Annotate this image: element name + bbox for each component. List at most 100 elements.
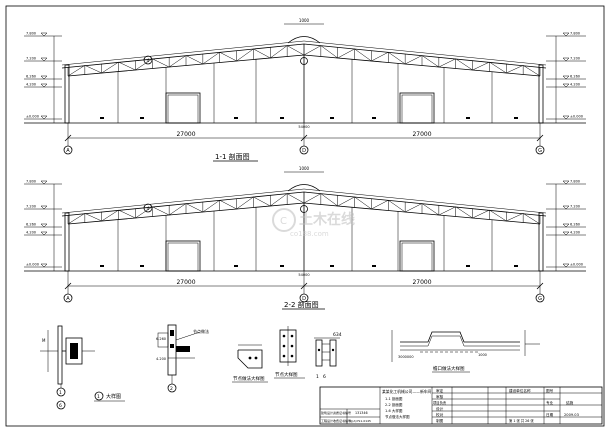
detail-tag-mid	[300, 57, 308, 65]
elev-mark-right	[562, 180, 570, 185]
elev-right-2: 6.260	[570, 223, 580, 227]
tb-drawing-4: 节点做法大样图	[385, 414, 410, 419]
span-right: 27000	[412, 279, 431, 286]
elev-left-4: ±0.000	[26, 263, 39, 267]
truss-diagonal	[455, 58, 473, 71]
truss-diagonal	[337, 196, 355, 207]
tb-right-label-2: 专业	[546, 400, 554, 405]
truss-diagonal	[202, 200, 220, 213]
truss-diagonal	[219, 199, 237, 210]
detail-tag-text: 4	[147, 58, 150, 64]
axis-bubble-mid	[299, 293, 309, 303]
detail-3-title: 节点做法大样图	[233, 375, 265, 382]
detail-2: 节点做法 6.260 4.200 2	[156, 324, 209, 393]
vent	[234, 117, 238, 119]
tb-cert-label: 建筑设计资质证书编号	[321, 410, 351, 415]
column-left	[64, 212, 70, 272]
span-right: 27000	[412, 131, 431, 138]
section-2-title: 2-2 剖面图	[284, 300, 319, 309]
truss-diagonal	[135, 206, 153, 219]
tb-cert-no: 131346	[355, 411, 368, 415]
tb-role-4: 设计	[436, 406, 444, 411]
truss-diagonal	[354, 196, 372, 210]
detail-4-title: 节点大样图	[275, 371, 298, 378]
truss-diagonal	[270, 193, 288, 207]
watermark: C 土木在线 co188.com	[272, 208, 355, 238]
detail-4: 节点大样图	[274, 326, 305, 379]
elev-right-4: ±0.000	[570, 115, 583, 119]
tb-drawing-2: 2-2 剖面图	[385, 402, 403, 407]
roof-sheet	[61, 188, 547, 214]
elev-mark-left	[40, 57, 48, 62]
detail-tag-text: 4	[147, 206, 150, 212]
elev-mark-right	[562, 32, 570, 37]
elev-left-3: 4.200	[26, 231, 36, 235]
truss-diagonal	[523, 65, 541, 77]
span-left: 27000	[176, 131, 195, 138]
column-right	[538, 212, 544, 272]
vent	[280, 117, 284, 119]
axis-bubble-mid-text: D	[302, 296, 306, 302]
truss-diagonal	[67, 213, 85, 225]
truss-diagonal	[421, 203, 439, 216]
elev-left-0: 7.800	[26, 180, 36, 184]
truss-diagonal	[202, 52, 220, 65]
vent	[466, 117, 470, 119]
truss-diagonal	[455, 206, 473, 219]
elev-left-1: 7.200	[26, 205, 36, 209]
truss-diagonal	[270, 45, 288, 59]
truss-diagonal	[169, 203, 187, 216]
elev-mark-right	[562, 115, 570, 120]
truss-diagonal	[472, 61, 490, 71]
truss-diagonal	[523, 213, 541, 225]
detail-1: M 1 6 1 大样图	[40, 325, 125, 410]
truss-diagonal	[84, 213, 102, 222]
truss-diagonal	[135, 58, 153, 71]
tb-right-label-1: 图号	[546, 388, 554, 393]
truss-diagonal	[320, 193, 338, 207]
watermark-cn: 土木在线	[299, 211, 355, 228]
truss-diagonal	[371, 51, 389, 62]
svg-text:3000000: 3000000	[398, 355, 414, 359]
tb-company: 某某化工机械公司——新车间	[382, 389, 432, 394]
elev-left-1: 7.200	[26, 57, 36, 61]
detail-1-number: 1	[97, 394, 100, 400]
elev-left-4: ±0.000	[26, 115, 39, 119]
truss-diagonal	[236, 48, 254, 62]
title-block	[319, 386, 603, 425]
vent	[372, 265, 376, 267]
elev-mark-left	[40, 205, 48, 210]
svg-text:4.200: 4.200	[156, 357, 166, 361]
elev-mark-left	[40, 223, 48, 228]
elev-right-1: 7.200	[570, 57, 580, 61]
elev-mark-left	[40, 75, 48, 80]
vent	[280, 265, 284, 267]
truss-diagonal	[472, 209, 490, 219]
detail-2-label: 节点做法	[193, 328, 209, 334]
door-right-inner	[401, 94, 433, 124]
watermark-en: co188.com	[290, 230, 329, 238]
vent	[372, 117, 376, 119]
elev-right-3: 4.200	[570, 83, 580, 87]
elev-mark-left	[40, 180, 48, 185]
elev-mark-right	[562, 263, 570, 268]
detail-5-dim: 634	[333, 332, 342, 338]
elev-right-0: 7.800	[570, 32, 580, 36]
truss-diagonal	[405, 55, 423, 65]
ridge-lantern	[287, 36, 321, 44]
truss-diagonal	[185, 203, 203, 213]
vent	[514, 117, 518, 119]
vent	[466, 265, 470, 267]
door-right-inner	[401, 242, 433, 272]
svg-text:1: 1	[316, 374, 319, 380]
truss-diagonal	[84, 65, 102, 74]
detail-6: 3000000 1000 檐口做法大样图	[391, 330, 540, 373]
column-right	[538, 64, 544, 124]
vent	[100, 265, 104, 267]
axis-bubble-right	[535, 145, 545, 155]
elev-mark-left	[40, 32, 48, 37]
door-left	[165, 92, 201, 124]
vent	[140, 265, 144, 267]
